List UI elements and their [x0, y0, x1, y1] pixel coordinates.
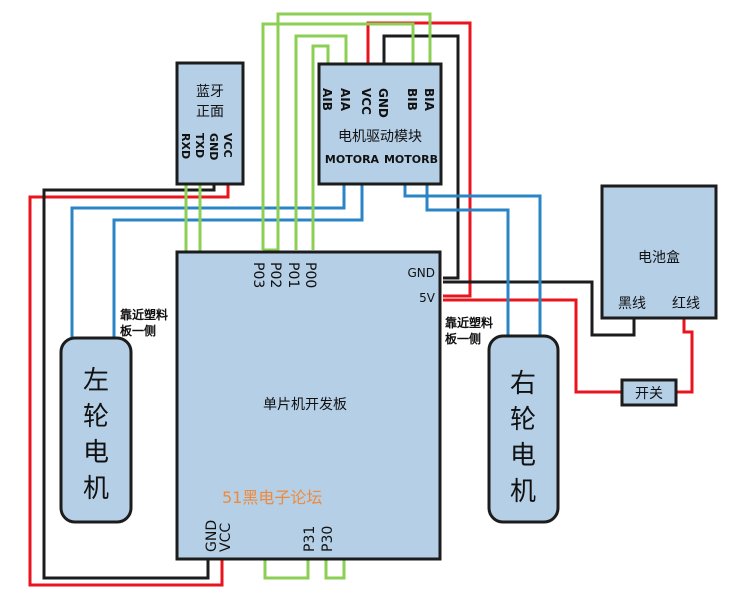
motor-driver-box: [317, 62, 443, 186]
driver-out-b: MOTORB: [384, 153, 438, 166]
mcu-board: P03 P02 P01 P00 GND 5V 单片机开发板 GND VCC P3…: [175, 250, 442, 561]
black-wire-gnd-to-battery-black: [443, 280, 636, 337]
green-wire-bib-to-p02: [261, 22, 415, 250]
right-motor: 右 轮 电 机 靠近塑料 板一侧: [445, 315, 560, 524]
mcu-pin-p00: P00: [302, 262, 318, 288]
bt-pin-gnd: GND: [207, 133, 220, 160]
switch-box: [620, 378, 678, 407]
bluetooth-box: [175, 61, 245, 186]
driver-title: 电机驱动模块: [338, 129, 422, 145]
mcu-title: 单片机开发板: [263, 397, 347, 413]
mcu-pin-p01: P01: [285, 262, 301, 288]
mcu-box: [175, 250, 442, 561]
mcu-pin-p02: P02: [267, 262, 283, 288]
green-wire-bia-to-p03: [263, 12, 432, 252]
driver-out-a: MOTORA: [325, 153, 380, 166]
black-wire-bt-gnd-to-mcu-gnd: [42, 183, 216, 580]
bt-pin-vcc: VCC: [221, 133, 234, 158]
bt-pin-txd: TXD: [193, 133, 206, 158]
mcu-pin-p03: P03: [250, 262, 266, 288]
right-motor-char-1: 右: [510, 369, 536, 399]
green-wire-aib-to-p00: [311, 44, 330, 250]
left-motor-char-4: 机: [83, 474, 109, 504]
motor-driver-module: AIB AIA VCC GND BIB BIA 电机驱动模块 MOTORA MO…: [317, 62, 443, 186]
green-wire-aia-to-p01: [294, 34, 348, 250]
driver-pin-gnd: GND: [376, 88, 390, 118]
right-motor-char-3: 电: [510, 441, 536, 471]
switch-label: 开关: [635, 386, 663, 402]
battery-title: 电池盒: [638, 249, 680, 266]
mcu-pin-vcc-bottom: VCC: [218, 523, 234, 552]
driver-pin-vcc: VCC: [359, 88, 373, 115]
red-wire-driver-vcc-to-5v: [366, 21, 472, 298]
battery-box: 电池盒 黑线 红线: [600, 184, 718, 320]
left-motor-note-line2: 板一侧: [120, 323, 156, 338]
blue-wire-motora-2-to-left-motor: [112, 183, 364, 338]
right-motor-char-2: 轮: [510, 405, 536, 435]
red-wire-switch-to-battery: [676, 318, 694, 394]
power-switch: 开关: [620, 378, 678, 407]
driver-pin-bib: BIB: [405, 88, 419, 111]
bluetooth-module: 蓝牙 正面 RXD TXD GND VCC: [175, 61, 245, 186]
blue-wire-motora-1-to-left-motor: [70, 183, 346, 338]
battery-box-rect: [600, 184, 718, 320]
left-motor-body: [59, 336, 133, 524]
watermark-text: 51黑电子论坛: [222, 488, 322, 507]
red-wire-bt-vcc-to-mcu-vcc: [28, 183, 230, 587]
driver-pin-bia: BIA: [422, 88, 436, 112]
bt-pin-rxd: RXD: [179, 133, 192, 159]
right-motor-note-line1: 靠近塑料: [445, 315, 493, 330]
bluetooth-title-line1: 蓝牙: [196, 84, 224, 100]
mcu-pin-gnd-bottom: GND: [204, 520, 220, 552]
right-motor-char-4: 机: [510, 477, 536, 507]
mcu-pin-gnd-right: GND: [407, 266, 435, 280]
mcu-pin-5v: 5V: [419, 291, 436, 305]
blue-wires: [70, 183, 542, 338]
battery-red-lead: 红线: [672, 296, 700, 312]
black-wire-driver-gnd-to-mcu-gnd: [382, 34, 460, 280]
mcu-pin-p30: P30: [320, 526, 336, 552]
black-wires: [42, 34, 636, 580]
driver-pin-aia: AIA: [338, 88, 352, 112]
left-motor-note-line1: 靠近塑料: [120, 307, 168, 322]
bluetooth-title-line2: 正面: [196, 104, 224, 120]
left-motor-char-3: 电: [83, 438, 109, 468]
mcu-pin-p31: P31: [302, 526, 318, 552]
driver-pin-aib: AIB: [320, 88, 334, 111]
battery-black-lead: 黑线: [618, 296, 646, 312]
left-motor-char-2: 轮: [83, 402, 109, 432]
right-motor-body: [487, 334, 560, 524]
left-motor-char-1: 左: [83, 366, 109, 396]
left-motor: 左 轮 电 机 靠近塑料 板一侧: [59, 307, 168, 524]
right-motor-note-line2: 板一侧: [445, 331, 481, 346]
blue-wire-motorb-2-to-right-motor: [425, 183, 510, 336]
blue-wire-motorb-1-to-right-motor: [403, 183, 542, 336]
